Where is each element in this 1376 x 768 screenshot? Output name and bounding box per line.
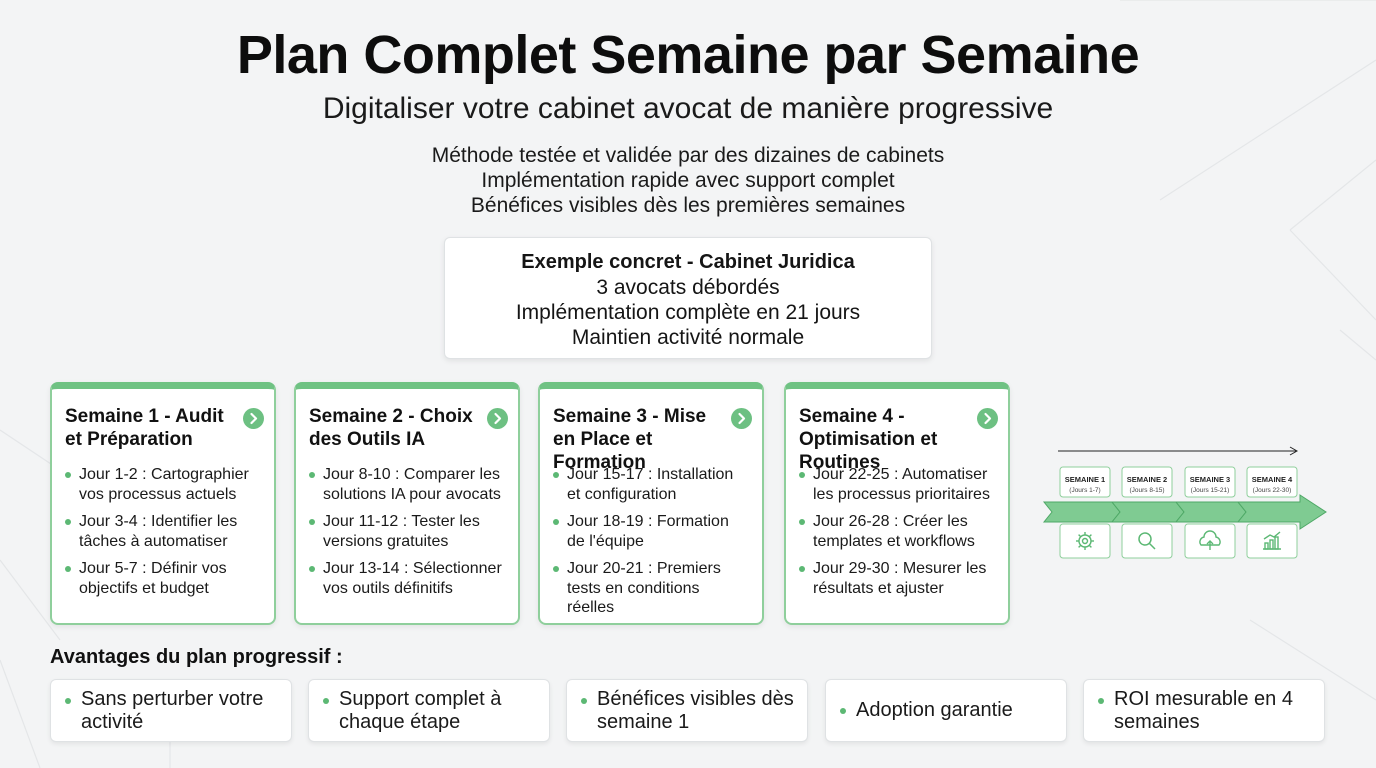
week-task: Jour 3-4 : Identifier les tâches à autom… [65,512,262,551]
bullet-icon [65,698,71,704]
timeline-step-sub: (Jours 15-21) [1191,487,1230,494]
growth-chart-icon [1263,531,1281,550]
week-task: Jour 13-14 : Sélectionner vos outils déf… [309,559,506,598]
week-task: Jour 5-7 : Définir vos objectifs et budg… [65,559,262,598]
week-title: Semaine 4 - Optimisation et Routines [799,406,938,473]
timeline-band [1042,494,1327,530]
chevron-right-icon[interactable] [977,408,998,429]
bullet-icon [65,472,71,478]
bullet-icon [323,698,329,704]
page-subtitle: Digitaliser votre cabinet avocat de mani… [322,92,1054,125]
week-title: Semaine 2 - Choix des Outils IA [309,406,473,450]
chevron-right-icon[interactable] [731,408,752,429]
timeline-step-sub: (Jours 1-7) [1069,487,1100,494]
cloud-upload-icon [1199,530,1221,550]
week-task: Jour 20-21 : Premiers tests en condition… [553,559,750,618]
timeline-step-label: SEMAINE 3 [1190,475,1230,484]
intro-block: Méthode testée et validée par des dizain… [0,143,1376,218]
timeline-step-label: SEMAINE 1 [1065,475,1105,484]
week-task: Jour 29-30 : Mesurer les résultats et aj… [799,559,996,598]
bullet-icon [553,519,559,525]
timeline-step-label: SEMAINE 2 [1127,475,1167,484]
week-card-2: Semaine 2 - Choix des Outils IA Jour 8-1… [294,382,520,625]
week-task-list: Jour 15-17 : Installation et configurati… [553,465,750,618]
week-title: Semaine 3 - Mise en Place et Formation [553,406,707,473]
week-task-list: Jour 1-2 : Cartographier vos processus a… [65,465,262,598]
example-box: Exemple concret - Cabinet Juridica 3 avo… [444,237,932,359]
bullet-icon [65,566,71,572]
week-task: Jour 1-2 : Cartographier vos processus a… [65,465,262,504]
bullet-icon [309,472,315,478]
bullet-icon [65,519,71,525]
page-title: Plan Complet Semaine par Semaine [236,25,1140,85]
week-task: Jour 18-19 : Formation de l'équipe [553,512,750,551]
bullet-icon [799,519,805,525]
magnifier-icon [1138,532,1156,550]
advantage-card: ROI mesurable en 4 semaines [1083,679,1325,742]
gear-icon [1076,532,1094,550]
bullet-icon [581,698,587,704]
example-line: 3 avocats débordés [596,276,780,299]
week-task: Jour 8-10 : Comparer les solutions IA po… [309,465,506,504]
advantage-text: Adoption garantie [856,699,1013,721]
week-task: Jour 22-25 : Automatiser les processus p… [799,465,996,504]
bullet-icon [309,519,315,525]
timeline-step-4: SEMAINE 4 (Jours 22-30) [1246,466,1298,559]
example-line: Maintien activité normale [571,326,805,349]
week-task: Jour 11-12 : Tester les versions gratuit… [309,512,506,551]
chevron-right-icon[interactable] [243,408,264,429]
advantage-card: Adoption garantie [825,679,1067,742]
advantage-card: Bénéfices visibles dès semaine 1 [566,679,808,742]
bullet-icon [309,566,315,572]
week-task: Jour 15-17 : Installation et configurati… [553,465,750,504]
chevron-right-icon[interactable] [487,408,508,429]
bullet-icon [840,707,846,714]
week-card-1: Semaine 1 - Audit et Préparation Jour 1-… [50,382,276,625]
week-task-list: Jour 22-25 : Automatiser les processus p… [799,465,996,598]
week-task: Jour 26-28 : Créer les templates et work… [799,512,996,551]
timeline-step-1: SEMAINE 1 (Jours 1-7) [1059,466,1111,559]
advantage-text: ROI mesurable en 4 semaines [1114,687,1293,733]
timeline-step-label: SEMAINE 4 [1252,475,1293,484]
timeline-step-2: SEMAINE 2 (Jours 8-15) [1121,466,1173,559]
example-line: Implémentation complète en 21 jours [515,301,861,324]
week-title: Semaine 1 - Audit et Préparation [65,406,224,450]
intro-line: Implémentation rapide avec support compl… [481,169,895,192]
timeline-step-sub: (Jours 8-15) [1129,487,1164,494]
bullet-icon [799,566,805,572]
example-title: Exemple concret - Cabinet Juridica [521,251,855,273]
week-card-3: Semaine 3 - Mise en Place et Formation J… [538,382,764,625]
bullet-icon [799,472,805,478]
bullet-icon [553,566,559,572]
advantages-label: Avantages du plan progressif : [50,646,343,668]
advantage-card: Sans perturber votre activité [50,679,292,742]
intro-line: Méthode testée et validée par des dizain… [431,144,945,167]
advantage-text: Support complet à chaque étape [339,687,502,733]
arrow-head-icon [1289,446,1299,456]
week-task-list: Jour 8-10 : Comparer les solutions IA po… [309,465,506,598]
timeline-diagram: SEMAINE 1 (Jours 1-7) SEMAINE 2 (Jours 8… [1042,446,1327,559]
week-card-4: Semaine 4 - Optimisation et Routines Jou… [784,382,1010,625]
advantage-text: Sans perturber votre activité [81,687,264,733]
advantage-text: Bénéfices visibles dès semaine 1 [597,687,794,733]
advantage-card: Support complet à chaque étape [308,679,550,742]
timeline-step-sub: (Jours 22-30) [1253,487,1292,494]
bullet-icon [1098,698,1104,704]
bullet-icon [553,472,559,478]
intro-line: Bénéfices visibles dès les premières sem… [470,194,906,217]
